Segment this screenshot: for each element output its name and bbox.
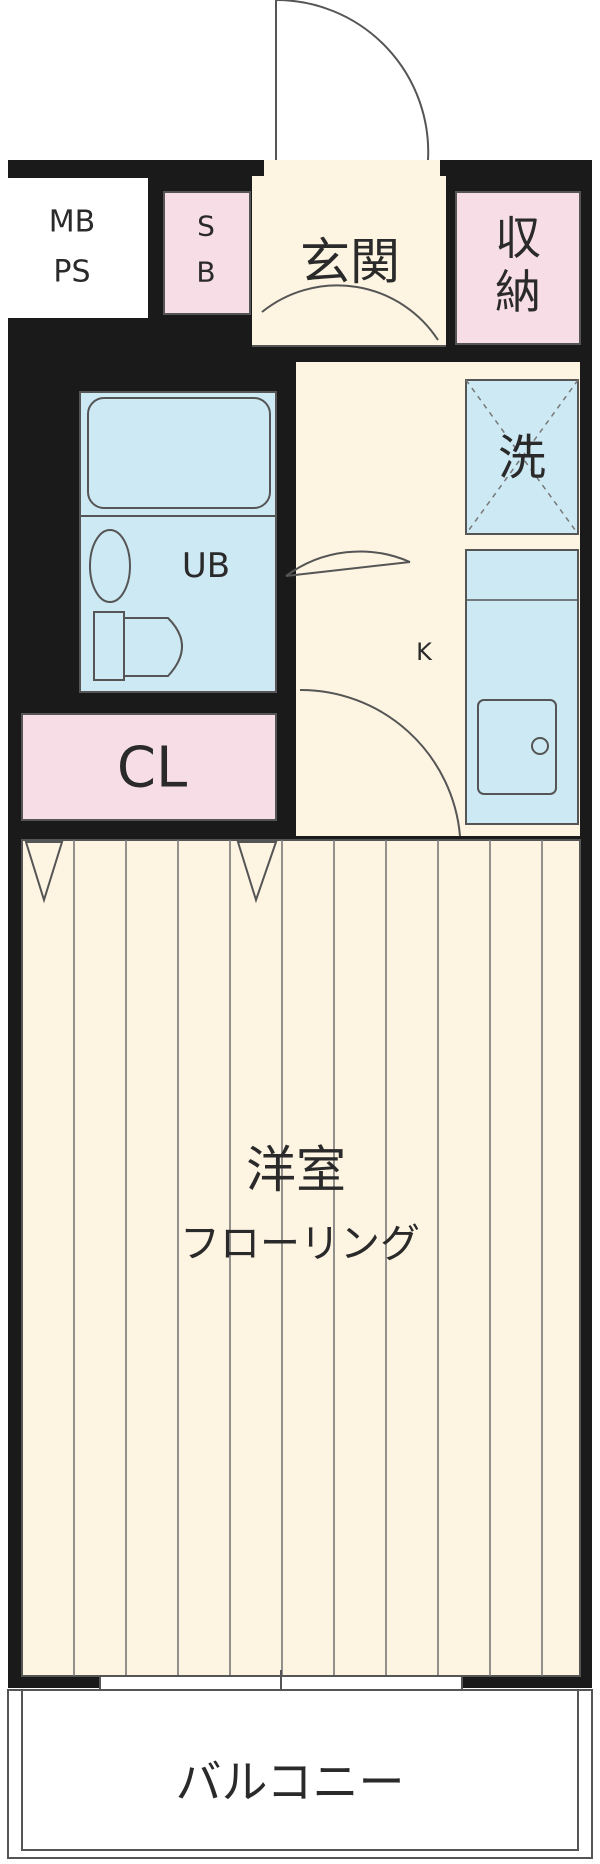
storage-label-line1: 収 <box>495 211 541 265</box>
kitchen-label: K <box>416 638 433 666</box>
sink-drain <box>531 737 549 755</box>
flooring-lines <box>73 840 543 1676</box>
kitchen-sink <box>477 699 557 795</box>
bath-label: UB <box>182 546 230 586</box>
balcony-inner <box>21 1689 579 1851</box>
bath-door <box>285 550 411 577</box>
sb-label-line2: B <box>196 256 215 289</box>
entrance-door <box>275 0 430 161</box>
washbasin <box>89 529 131 603</box>
western-room-label: 洋室 <box>246 1141 346 1199</box>
closet-label: CL <box>117 736 187 801</box>
storage-label-line2: 納 <box>495 265 541 319</box>
flooring-label: フローリング <box>180 1221 420 1267</box>
balcony-label: バルコニー <box>175 1755 404 1809</box>
closet <box>21 713 277 821</box>
shoebox <box>163 191 251 315</box>
bathtub <box>87 397 271 509</box>
mbps-box <box>0 178 148 318</box>
sb-label-line1: S <box>197 210 215 243</box>
mbps-label-line2: PS <box>53 255 90 290</box>
storage-closet <box>455 191 581 345</box>
washer-cross <box>465 379 579 535</box>
closet-door-marks <box>24 841 278 904</box>
western-room <box>21 839 581 1677</box>
inner-door-swing <box>261 284 439 341</box>
mbps-label-line1: MB <box>49 205 95 240</box>
entrance-area <box>252 176 446 346</box>
balcony <box>7 1689 593 1859</box>
entrance-opening <box>264 160 440 180</box>
entrance-label: 玄関 <box>300 233 400 291</box>
room-door <box>299 688 461 837</box>
toilet <box>93 611 183 681</box>
washer-label: 洗 <box>498 430 546 486</box>
